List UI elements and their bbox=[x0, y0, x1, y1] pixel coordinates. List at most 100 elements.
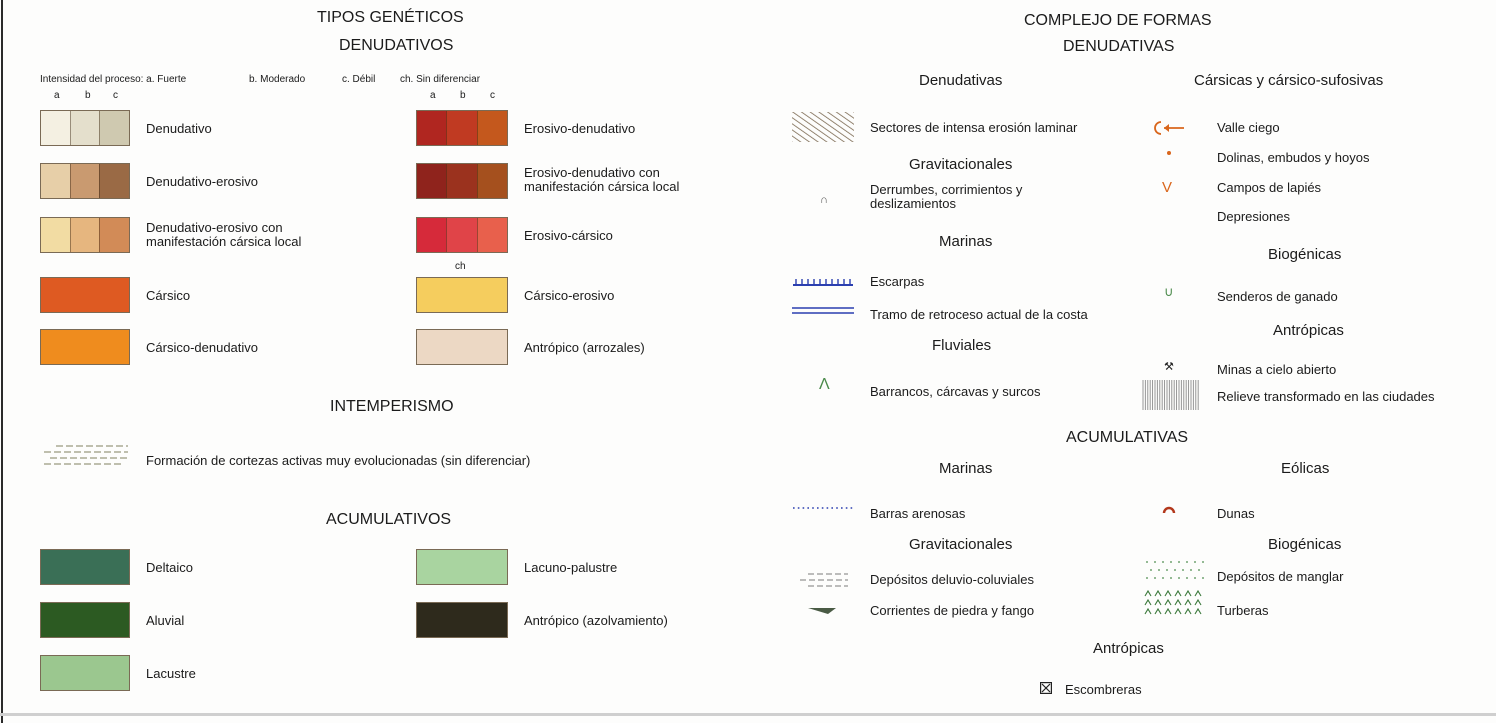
label-lapies: Campos de lapiés bbox=[1217, 180, 1322, 195]
tipos-geneticos-title: TIPOS GENÉTICOS bbox=[317, 9, 464, 26]
label-carsico-denudativo: Cársico-denudativo bbox=[146, 340, 259, 355]
intensity-ch: ch. Sin diferenciar bbox=[400, 74, 481, 85]
label-dunas: Dunas bbox=[1217, 506, 1255, 521]
label-escarpas: Escarpas bbox=[870, 274, 925, 289]
cortezas-dashed-symbol bbox=[44, 445, 128, 465]
swatch-carsico-denudativo bbox=[40, 329, 130, 365]
relieve-urban-hatch-symbol bbox=[1142, 380, 1200, 410]
swatch-cell-a bbox=[41, 111, 70, 145]
swatch-cell bbox=[41, 550, 129, 584]
swatch-denudativo-erosivo-carsica bbox=[40, 217, 130, 253]
label-barrancos: Barrancos, cárcavas y surcos bbox=[870, 384, 1041, 399]
label-derrumbes-line2: deslizamientos bbox=[870, 196, 956, 211]
swatch-cell-c bbox=[476, 111, 507, 145]
label-deluvio: Depósitos deluvio-coluviales bbox=[870, 572, 1035, 587]
swatch-cell bbox=[417, 330, 507, 364]
dunas-symbol bbox=[1162, 506, 1176, 514]
derrumbes-arc-symbol: ∩ bbox=[820, 194, 828, 206]
label-denudativo-erosivo-carsica-line2: manifestación cársica local bbox=[146, 234, 302, 249]
swatch-denudativo-erosivo bbox=[40, 163, 130, 199]
label-antropico-azolvamiento: Antrópico (azolvamiento) bbox=[524, 613, 668, 628]
label-lacuno-palustre: Lacuno-palustre bbox=[524, 560, 618, 575]
acum-gravitacionales-subheading: Gravitacionales bbox=[909, 536, 1013, 553]
label-depresiones: Depresiones bbox=[1217, 209, 1290, 224]
swatch-cell bbox=[41, 330, 129, 364]
valle-ciego-symbol bbox=[1154, 121, 1184, 135]
label-erosivo-denudativo: Erosivo-denudativo bbox=[524, 121, 636, 136]
eolicas-subheading: Eólicas bbox=[1281, 460, 1330, 477]
swatch-cell-b bbox=[446, 111, 477, 145]
swatch-cell-b bbox=[446, 218, 477, 252]
swatch-cell-c bbox=[99, 218, 130, 252]
label-antropico-arrozales: Antrópico (arrozales) bbox=[524, 340, 645, 355]
label-barras: Barras arenosas bbox=[870, 506, 966, 521]
turberas-symbol bbox=[1144, 589, 1202, 615]
swatch-lacustre bbox=[40, 655, 130, 691]
col-header-ch: ch bbox=[455, 261, 466, 272]
label-minas: Minas a cielo abierto bbox=[1217, 362, 1337, 377]
barras-dotted-symbol bbox=[793, 507, 853, 509]
swatch-cell-c bbox=[99, 111, 130, 145]
swatch-cell bbox=[41, 278, 129, 312]
intensity-label: Intensidad del proceso: a. Fuerte bbox=[40, 74, 187, 85]
label-turberas: Turberas bbox=[1217, 603, 1269, 618]
dolinas-dot-symbol bbox=[1167, 151, 1171, 155]
label-denudativo-erosivo-carsica: Denudativo-erosivo con bbox=[146, 220, 283, 235]
label-valle-ciego: Valle ciego bbox=[1217, 120, 1280, 135]
acum-marinas-subheading: Marinas bbox=[939, 460, 993, 477]
minas-pickaxe-symbol: ⚒ bbox=[1164, 361, 1174, 373]
label-denudativo-erosivo: Denudativo-erosivo bbox=[146, 174, 259, 189]
intensity-c: c. Débil bbox=[342, 74, 376, 85]
denudativos-heading: DENUDATIVOS bbox=[339, 37, 454, 54]
corrientes-arrow-symbol bbox=[808, 608, 836, 614]
swatch-cell-a bbox=[41, 218, 70, 252]
retroceso-double-line-symbol bbox=[792, 307, 854, 314]
label-erosivo-denudativo-carsica: Erosivo-denudativo con bbox=[524, 165, 660, 180]
denudativas-heading: DENUDATIVAS bbox=[1063, 38, 1175, 55]
label-escombreras: Escombreras bbox=[1065, 682, 1142, 697]
acum-biogenicas-subheading: Biogénicas bbox=[1268, 536, 1342, 553]
label-corrientes: Corrientes de piedra y fango bbox=[870, 603, 1035, 618]
swatch-antropico-azolvamiento bbox=[416, 602, 508, 638]
swatch-erosivo-carsico bbox=[416, 217, 508, 253]
swatch-cell bbox=[417, 278, 507, 312]
escombreras-symbol bbox=[1040, 682, 1052, 694]
swatch-cell-b bbox=[69, 111, 100, 145]
swatch-aluvial bbox=[40, 602, 130, 638]
label-carsico: Cársico bbox=[146, 288, 191, 303]
biogenicas-subheading: Biogénicas bbox=[1268, 246, 1342, 263]
complejo-formas-title: COMPLEJO DE FORMAS bbox=[1024, 12, 1212, 29]
swatch-denudativo bbox=[40, 110, 130, 146]
manglar-dots-symbol bbox=[1146, 561, 1204, 579]
frame-border-bottom bbox=[0, 713, 1496, 716]
label-erosivo-carsico: Erosivo-cársico bbox=[524, 228, 613, 243]
senderos-u-symbol: ∪ bbox=[1164, 284, 1174, 299]
col-header-b-right: b bbox=[460, 90, 466, 101]
antropicas-subheading: Antrópicas bbox=[1273, 322, 1344, 339]
label-senderos: Senderos de ganado bbox=[1217, 289, 1338, 304]
swatch-cell-a bbox=[417, 218, 447, 252]
label-derrumbes: Derrumbes, corrimientos y bbox=[870, 182, 1023, 197]
barrancos-symbol: Λ bbox=[819, 376, 830, 393]
swatch-lacuno-palustre bbox=[416, 549, 508, 585]
swatch-cell-a bbox=[417, 111, 447, 145]
col-header-a: a bbox=[54, 90, 60, 101]
swatch-cell bbox=[41, 603, 129, 637]
label-relieve: Relieve transformado en las ciudades bbox=[1217, 389, 1435, 404]
swatch-cell-b bbox=[446, 164, 477, 198]
swatch-erosivo-denudativo-carsica bbox=[416, 163, 508, 199]
carsicas-subheading: Cársicas y cársico-sufosivas bbox=[1194, 72, 1384, 89]
acumulativas-heading: ACUMULATIVAS bbox=[1066, 429, 1189, 446]
label-retroceso: Tramo de retroceso actual de la costa bbox=[870, 307, 1088, 322]
label-manglar: Depósitos de manglar bbox=[1217, 569, 1344, 584]
gravitacionales-subheading: Gravitacionales bbox=[909, 156, 1013, 173]
label-lacustre: Lacustre bbox=[146, 666, 196, 681]
swatch-cell-b bbox=[69, 218, 100, 252]
swatch-cell bbox=[41, 656, 129, 690]
laminar-hatch-symbol bbox=[792, 112, 854, 142]
acum-antropicas-subheading: Antrópicas bbox=[1093, 640, 1164, 657]
label-deltaico: Deltaico bbox=[146, 560, 193, 575]
intensity-b: b. Moderado bbox=[249, 74, 306, 85]
swatch-cell-a bbox=[417, 164, 447, 198]
